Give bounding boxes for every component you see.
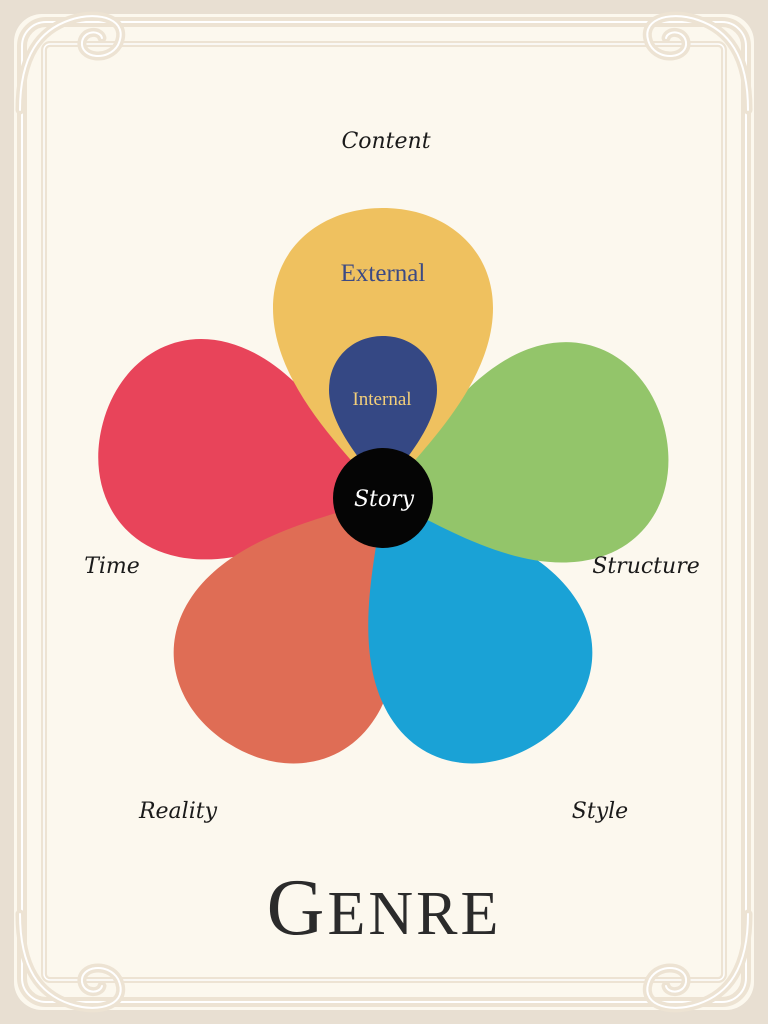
- diagram-title: GENRE: [267, 864, 502, 952]
- core-label-internal: Internal: [352, 389, 411, 410]
- diagram-title-initial: G: [267, 864, 328, 952]
- inner-frame-line: [43, 43, 725, 981]
- corner-ornament-bottom-right: [643, 909, 753, 1013]
- petal-time: [98, 338, 383, 560]
- petal-label-time: Time: [84, 554, 140, 579]
- petal-label-reality: Reality: [138, 799, 218, 824]
- center-disc: [333, 448, 433, 548]
- inner-label-external: External: [341, 260, 426, 287]
- diagram-title-rest: ENRE: [327, 880, 501, 948]
- petal-label-style: Style: [572, 799, 628, 824]
- corner-ornament-top-right: [643, 11, 753, 115]
- petal-content-core: [329, 336, 437, 488]
- outer-frame-line: [21, 21, 747, 1003]
- center-label: Story: [354, 487, 415, 512]
- petal-style: [368, 498, 593, 764]
- corner-ornament-bottom-left: [15, 909, 125, 1013]
- petal-reality: [173, 498, 398, 764]
- corner-ornament-top-left: [15, 11, 125, 115]
- petal-structure: [383, 342, 669, 563]
- petal-label-structure: Structure: [592, 554, 699, 579]
- petal-label-content: Content: [341, 129, 430, 154]
